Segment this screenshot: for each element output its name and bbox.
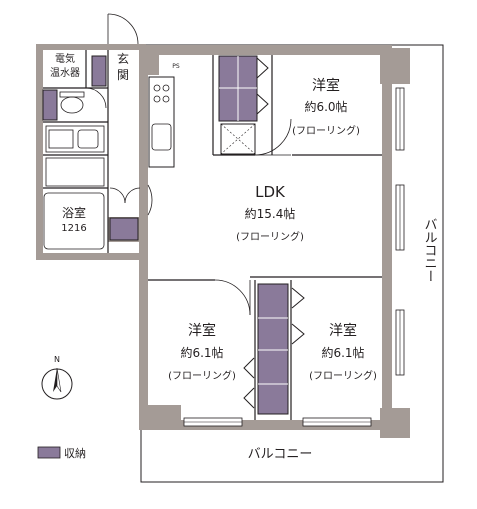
balcony-east-label: バルコニー	[422, 218, 438, 283]
kitchen-counter	[148, 76, 175, 168]
room-sw-name: 洋室	[188, 322, 216, 339]
room-sw-floor: (フローリング)	[168, 369, 236, 382]
ldk-size: 約15.4帖	[245, 206, 296, 221]
bathtub	[43, 192, 105, 250]
door-swings	[85, 13, 292, 316]
room-ne-floor: (フローリング)	[292, 124, 360, 137]
room-se-floor: (フローリング)	[309, 369, 377, 382]
water-heater-line2: 温水器	[50, 67, 80, 79]
ldk-floor: (フローリング)	[236, 230, 304, 243]
legend-storage-swatch	[37, 446, 61, 459]
washbasin-fixture	[45, 125, 105, 153]
pipe-space-label: PS	[172, 63, 180, 70]
washer-space	[45, 157, 105, 187]
compass-north-letter: N	[54, 355, 60, 364]
window-lines	[184, 88, 401, 423]
toilet-fixture	[59, 91, 85, 114]
closet-doors	[243, 57, 305, 409]
room-ne-name: 洋室	[312, 77, 340, 94]
bath-name: 浴室	[62, 205, 86, 220]
storage-dividers	[219, 56, 288, 385]
interior-walls	[43, 50, 382, 420]
bath-size: 1216	[61, 223, 86, 234]
room-se-size: 約6.1帖	[321, 345, 364, 360]
closet-storage-box	[220, 123, 256, 155]
legend-storage-label: 収納	[64, 447, 86, 460]
balcony-south-label: バルコニー	[248, 447, 313, 462]
room-ne-size: 約6.0帖	[304, 99, 347, 114]
compass-icon: N	[41, 355, 73, 400]
ldk-name: LDK	[255, 183, 286, 201]
room-se-name: 洋室	[329, 322, 357, 339]
entrance-line2: 関	[117, 68, 129, 82]
entrance-line1: 玄	[117, 51, 129, 66]
room-sw-size: 約6.1帖	[180, 345, 223, 360]
water-heater-line1: 電気	[55, 52, 75, 65]
